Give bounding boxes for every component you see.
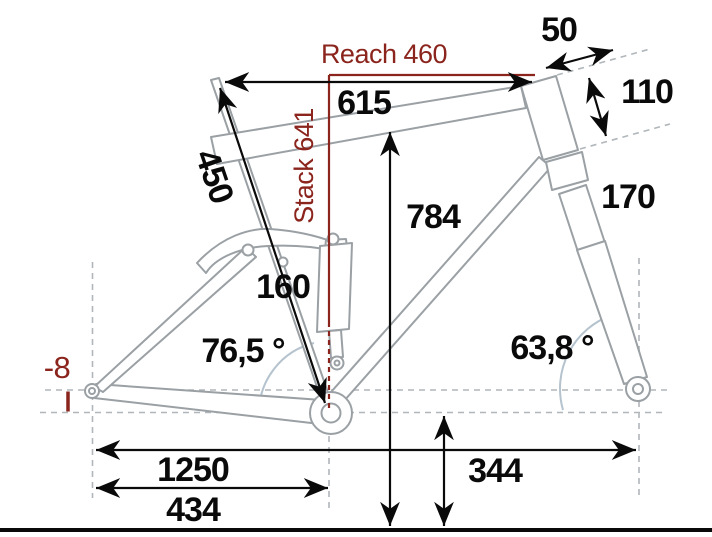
fork-lower-leg	[576, 240, 648, 385]
rocker-link	[196, 227, 336, 274]
head-tube	[520, 75, 579, 161]
down-tube	[323, 156, 552, 411]
head-tube-bottom-extension	[579, 123, 671, 150]
stem-label: 50	[541, 11, 577, 49]
bottom-bracket-shell	[320, 402, 342, 424]
front-axle	[632, 383, 644, 395]
shock-body	[316, 242, 353, 333]
shock-eyelet-bolt	[333, 359, 341, 367]
head-angle-arc	[558, 314, 613, 411]
fork-crown	[545, 151, 589, 191]
bb-drop-label: -8	[44, 350, 71, 385]
dimension-arrows	[96, 46, 636, 526]
seat-stay	[93, 246, 257, 393]
shock-pivot	[326, 232, 340, 246]
travel-label: 160	[256, 268, 310, 306]
stem-arrow	[545, 46, 614, 72]
reach-label: Reach 460	[321, 39, 447, 69]
rear-axle	[88, 387, 96, 395]
top-tube-label: 615	[337, 84, 391, 122]
fork-label: 170	[601, 178, 655, 216]
labels: Reach 460 Stack 641 615 50 110 170 784 4…	[44, 11, 674, 529]
seat-tube-arrow	[218, 87, 327, 404]
seat-angle-label: 76,5 °	[201, 332, 285, 370]
bb-height-label: 344	[468, 452, 523, 490]
wheelbase-label: 1250	[157, 451, 229, 489]
stack-label: Stack 641	[289, 108, 319, 224]
shock-shaft	[328, 329, 344, 359]
standover-label: 784	[406, 198, 461, 236]
head-angle-label: 63,8 °	[510, 329, 594, 367]
head-tube-arrow	[586, 77, 609, 137]
frame	[84, 75, 651, 435]
chainstay-label: 434	[166, 491, 221, 529]
head-tube-label: 110	[621, 73, 673, 111]
rocker-pivot-front	[241, 243, 255, 257]
